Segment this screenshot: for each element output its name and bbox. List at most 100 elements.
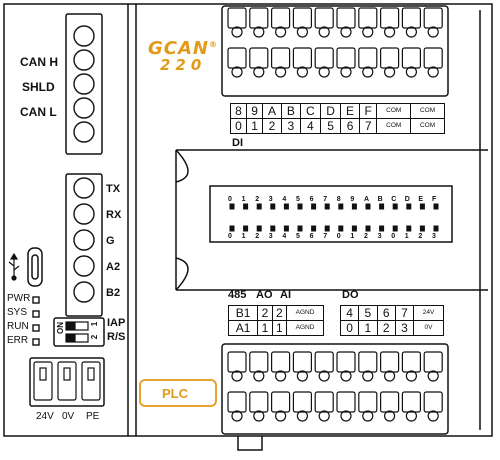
terminal-slot-di bbox=[380, 7, 400, 29]
terminal-screw-icon bbox=[340, 410, 352, 422]
indicator-number: 5 bbox=[296, 233, 300, 240]
terminal-slot-do bbox=[314, 351, 334, 373]
do-cell: 0 bbox=[339, 320, 360, 336]
serial-connector bbox=[65, 173, 103, 317]
terminal-screw-icon bbox=[253, 26, 265, 38]
di-cell: 7 bbox=[358, 118, 378, 134]
terminal-screw-icon bbox=[405, 66, 417, 78]
brand-name: GCAN bbox=[148, 38, 209, 59]
terminal-slot-di bbox=[271, 47, 291, 69]
device-housing bbox=[3, 3, 493, 437]
indicator-led-icon bbox=[243, 225, 249, 232]
terminal-slot-do bbox=[380, 391, 400, 413]
di-terminal-block bbox=[221, 5, 449, 97]
terminal-slot-do bbox=[336, 351, 356, 373]
di-cell: 3 bbox=[280, 118, 301, 134]
terminal-slot-do bbox=[401, 391, 421, 413]
di-cell: 8 bbox=[229, 103, 248, 119]
terminal-screw-icon bbox=[39, 367, 47, 381]
power-connector bbox=[29, 357, 105, 407]
indicator-led-icon bbox=[392, 203, 398, 210]
indicator-number: 7 bbox=[323, 233, 328, 240]
indicator-number: 5 bbox=[296, 196, 300, 203]
terminal-screw-icon bbox=[253, 66, 265, 78]
io-cell: AGND bbox=[286, 305, 324, 321]
io-cell: A1 bbox=[227, 320, 259, 336]
indicator-number: 0 bbox=[336, 233, 341, 240]
indicator-number: 8 bbox=[336, 196, 341, 203]
indicator-led-icon bbox=[229, 225, 235, 232]
io-left-table: B1 2 2 AGND A1 1 1 AGND bbox=[227, 305, 324, 336]
terminal-slot-do bbox=[292, 391, 312, 413]
registered-mark: ® bbox=[208, 40, 218, 49]
power-terminal-slot bbox=[81, 361, 101, 401]
indicator-led-icon bbox=[283, 225, 289, 232]
terminal-screw-icon bbox=[384, 66, 396, 78]
terminal-slot-di bbox=[314, 47, 334, 69]
di-cell: E bbox=[340, 103, 360, 119]
indicator-led-icon bbox=[365, 203, 371, 210]
terminal-screw-icon bbox=[405, 410, 417, 422]
terminal-screw-icon bbox=[275, 410, 287, 422]
indicator-led-icon bbox=[351, 203, 357, 210]
header-ai: AI bbox=[280, 289, 291, 301]
terminal-slot-di bbox=[358, 47, 378, 69]
io-cell: 1 bbox=[271, 320, 288, 336]
do-cell: 3 bbox=[394, 320, 415, 336]
indicator-number: A bbox=[364, 196, 370, 203]
do-cell: 6 bbox=[376, 305, 396, 321]
can-connector bbox=[65, 13, 103, 155]
terminal-screw-icon bbox=[384, 410, 396, 422]
terminal-screw-icon bbox=[73, 229, 95, 251]
indicator-led-icon bbox=[297, 203, 303, 210]
indicator-led-icon bbox=[256, 203, 262, 210]
terminal-screw-icon bbox=[275, 370, 287, 382]
iap-label: IAP bbox=[107, 317, 126, 329]
terminal-screw-icon bbox=[73, 73, 95, 95]
indicator-number: 0 bbox=[228, 196, 232, 203]
terminal-screw-icon bbox=[427, 370, 439, 382]
terminal-slot-do bbox=[401, 351, 421, 373]
terminal-screw-icon bbox=[318, 66, 330, 78]
rx-label: RX bbox=[106, 209, 122, 221]
indicator-number: 3 bbox=[268, 196, 273, 203]
do-cell: 7 bbox=[394, 305, 415, 321]
terminal-screw-icon bbox=[275, 26, 287, 38]
header-485: 485 bbox=[228, 289, 247, 301]
terminal-slot-di bbox=[401, 47, 421, 69]
indicator-led-icon bbox=[311, 203, 317, 210]
terminal-slot-di bbox=[249, 7, 269, 29]
indicator-led-icon bbox=[270, 225, 276, 232]
terminal-slot-do bbox=[336, 391, 356, 413]
indicator-number: 0 bbox=[391, 233, 396, 240]
indicator-led-icon bbox=[256, 225, 262, 232]
rs-label: R/S bbox=[107, 331, 126, 343]
indicator-number: 6 bbox=[309, 233, 314, 240]
indicator-led-icon bbox=[365, 225, 371, 232]
terminal-slot-do bbox=[292, 351, 312, 373]
terminal-slot-di bbox=[423, 7, 443, 29]
indicator-number: 1 bbox=[350, 233, 355, 240]
sys-label: SYS bbox=[7, 307, 28, 318]
di-cell: COM bbox=[376, 118, 412, 134]
power-terminal-slot bbox=[57, 361, 77, 401]
terminal-screw-icon bbox=[73, 49, 95, 71]
terminal-slot-do bbox=[423, 351, 443, 373]
terminal-screw-icon bbox=[362, 66, 374, 78]
terminal-screw-icon bbox=[318, 410, 330, 422]
indicator-led-icon bbox=[406, 225, 412, 232]
dip-knob-icon bbox=[66, 334, 76, 342]
di-cell: F bbox=[358, 103, 378, 119]
terminal-slot-do bbox=[423, 391, 443, 413]
can-l-label: CAN L bbox=[20, 105, 57, 119]
indicator-number: 2 bbox=[255, 196, 260, 203]
header-do: DO bbox=[342, 289, 359, 301]
terminal-screw-icon bbox=[296, 370, 308, 382]
terminal-slot-di bbox=[227, 7, 247, 29]
io-cell: B1 bbox=[227, 305, 259, 321]
power-24v-label: 24V bbox=[36, 411, 54, 422]
terminal-screw-icon bbox=[296, 26, 308, 38]
g-label: G bbox=[106, 235, 115, 247]
indicator-number: 1 bbox=[241, 196, 246, 203]
io-cell: 2 bbox=[257, 305, 273, 321]
